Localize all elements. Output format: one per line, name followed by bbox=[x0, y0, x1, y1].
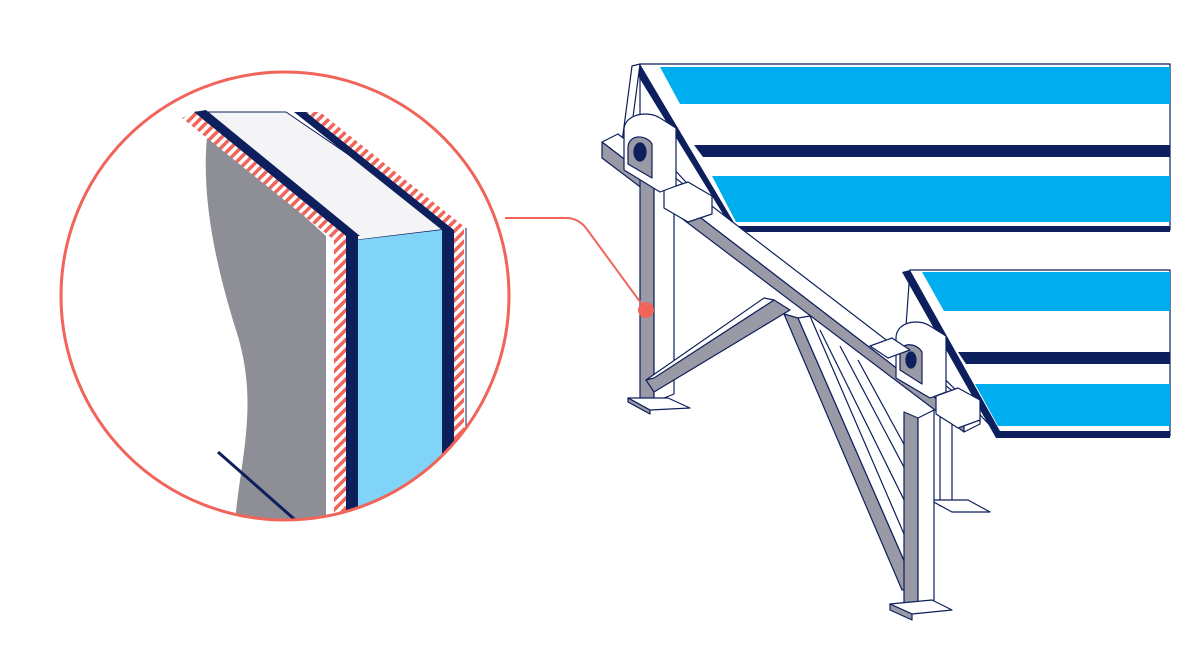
membrane-right-top bbox=[306, 112, 466, 230]
magnified-detail bbox=[59, 70, 511, 522]
lower-belt-stripe-1 bbox=[922, 272, 1170, 311]
panel-core bbox=[205, 128, 326, 520]
upper-belt bbox=[621, 63, 1171, 232]
lower-bearing-cap bbox=[869, 337, 911, 359]
callout-dot bbox=[638, 302, 654, 318]
membrane-left bbox=[334, 236, 346, 520]
rear-foot bbox=[929, 499, 991, 513]
upper-bearing-hole bbox=[633, 142, 647, 162]
upper-belt-stripe-2 bbox=[712, 176, 1170, 222]
lower-belt-edge bbox=[902, 270, 1170, 438]
lower-belt-stripe-navy bbox=[958, 352, 1170, 364]
brace-line-2 bbox=[839, 345, 917, 491]
callout-line bbox=[505, 217, 647, 311]
membrane-right bbox=[454, 228, 464, 520]
base-plate-line bbox=[217, 450, 319, 520]
navy-layer-top bbox=[194, 110, 360, 236]
lens-border bbox=[59, 70, 511, 522]
navy-layer bbox=[346, 236, 358, 520]
insulation-layer bbox=[358, 230, 442, 520]
left-leg-front bbox=[639, 169, 655, 403]
right-leg-front bbox=[903, 411, 919, 609]
membrane-left-top bbox=[182, 112, 346, 240]
navy-layer-right bbox=[442, 230, 454, 520]
left-foot-front bbox=[627, 397, 651, 415]
upper-belt-stripe-navy bbox=[694, 145, 1170, 157]
lower-bearing-hole bbox=[905, 351, 917, 369]
upper-belt-stripe-1 bbox=[660, 67, 1170, 104]
upper-bearing-block bbox=[623, 113, 713, 223]
left-brace-top bbox=[645, 297, 775, 381]
right-leg-side bbox=[917, 409, 935, 609]
lower-bearing-base bbox=[935, 387, 981, 429]
upper-bearing-base bbox=[663, 181, 713, 223]
right-foot-front bbox=[889, 603, 913, 621]
lower-belt bbox=[902, 269, 1171, 438]
lower-bearing-block bbox=[869, 321, 981, 429]
navy-layer-right-top bbox=[294, 112, 454, 230]
brace-line-1 bbox=[819, 329, 915, 521]
callout-connector bbox=[505, 217, 654, 318]
conveyor-structure bbox=[601, 63, 1171, 621]
lower-belt-stripe-2 bbox=[975, 384, 1170, 426]
